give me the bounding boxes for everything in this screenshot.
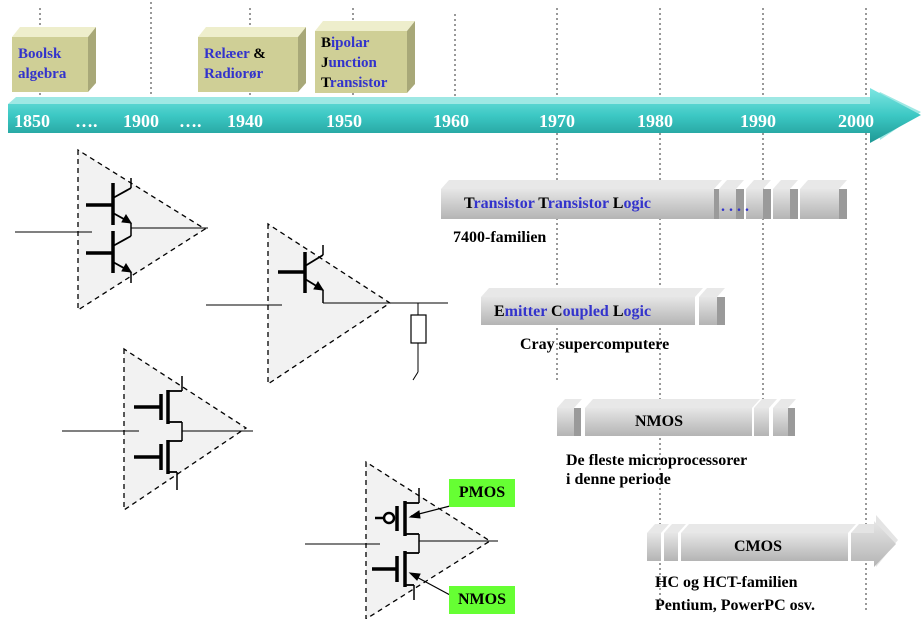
year-label-1980: 1980 [637, 111, 673, 131]
era-label-line: Transistor [321, 73, 387, 93]
text-run: T [538, 195, 548, 212]
text-run: oupled [562, 303, 613, 320]
pmos-tag: PMOS [449, 479, 515, 507]
era-label-line: Bipolar [321, 33, 387, 53]
caption-ecl: Cray supercomputere [520, 336, 670, 353]
timeline-arrow [8, 88, 921, 143]
era-label-relay: Relæer & Radiorør [204, 44, 266, 84]
text-run: ogic [623, 303, 652, 320]
era-box-relay-shape [198, 27, 306, 92]
text-run: ipolar [331, 35, 370, 51]
year-label-ellipsis-1: …. [75, 111, 98, 131]
bar-label-ttl: Transistor Transistor Logic [464, 195, 651, 213]
bar-cmos-shape [647, 515, 898, 567]
year-label-ellipsis-2: …. [179, 111, 202, 131]
bar-ttl-shape [441, 180, 847, 219]
text-run: B [321, 35, 332, 51]
text-run: Radiorør [204, 66, 264, 82]
nmos-tag: NMOS [449, 586, 515, 614]
ttl-gate-symbol [15, 148, 208, 312]
caption-nmos-line2: i denne periode [566, 471, 671, 488]
text-run: Relæer [204, 46, 250, 62]
caption-cmos-line1: HC og HCT-familien [655, 574, 798, 591]
year-label-1900: 1900 [123, 111, 159, 131]
era-box-boolean-shape [12, 27, 96, 92]
year-label-1970: 1970 [539, 111, 575, 131]
text-run: & [249, 46, 266, 62]
nmos-gate-symbol [62, 347, 253, 512]
text-run: E [494, 303, 505, 320]
text-run: ransistor [329, 75, 388, 91]
ecl-gate-symbol [206, 222, 448, 386]
text-run: ransistor [473, 195, 539, 212]
year-label-1940: 1940 [227, 111, 263, 131]
cmos-gate-symbol [305, 460, 498, 619]
bar-label-nmos: NMOS [635, 413, 683, 430]
era-label-line: Junction [321, 53, 387, 73]
year-label-1950: 1950 [326, 111, 362, 131]
year-label-1850: 1850 [14, 111, 50, 131]
text-run: T [321, 75, 330, 91]
bar-nmos-shape [557, 399, 796, 436]
era-label-line: algebra [18, 64, 66, 84]
text-run: mitter [504, 303, 552, 320]
year-label-1990: 1990 [740, 111, 776, 131]
text-run: L [612, 303, 624, 320]
bar-label-ecl: Emitter Coupled Logic [494, 303, 651, 321]
caption-ttl: 7400-familien [453, 229, 547, 246]
year-label-2000: 2000 [838, 111, 874, 131]
text-run: C [551, 303, 563, 320]
caption-cmos-line2: Pentium, PowerPC osv. [655, 597, 815, 614]
year-label-1960: 1960 [433, 111, 469, 131]
era-label-line: Radiorør [204, 64, 266, 84]
bar-ecl-shape [481, 288, 725, 325]
era-label-line: Boolsk [18, 44, 66, 64]
era-box-bjt-shape [315, 21, 415, 93]
text-run: ransistor [547, 195, 613, 212]
bar-label-cmos: CMOS [734, 538, 782, 555]
era-label-line: Relæer & [204, 44, 266, 64]
text-run: L [612, 195, 624, 212]
caption-nmos-line1: De fleste microprocessorer [566, 452, 748, 469]
era-label-boolean: Boolsk algebra [18, 44, 66, 84]
text-run: unction [328, 55, 377, 71]
text-run: Boolsk [18, 46, 62, 62]
text-run: J [321, 55, 329, 71]
bar-ttl-continuation-dots: . . . . [721, 198, 749, 215]
text-run: ogic [623, 195, 651, 212]
text-run: algebra [18, 66, 67, 82]
text-run: T [464, 195, 474, 212]
